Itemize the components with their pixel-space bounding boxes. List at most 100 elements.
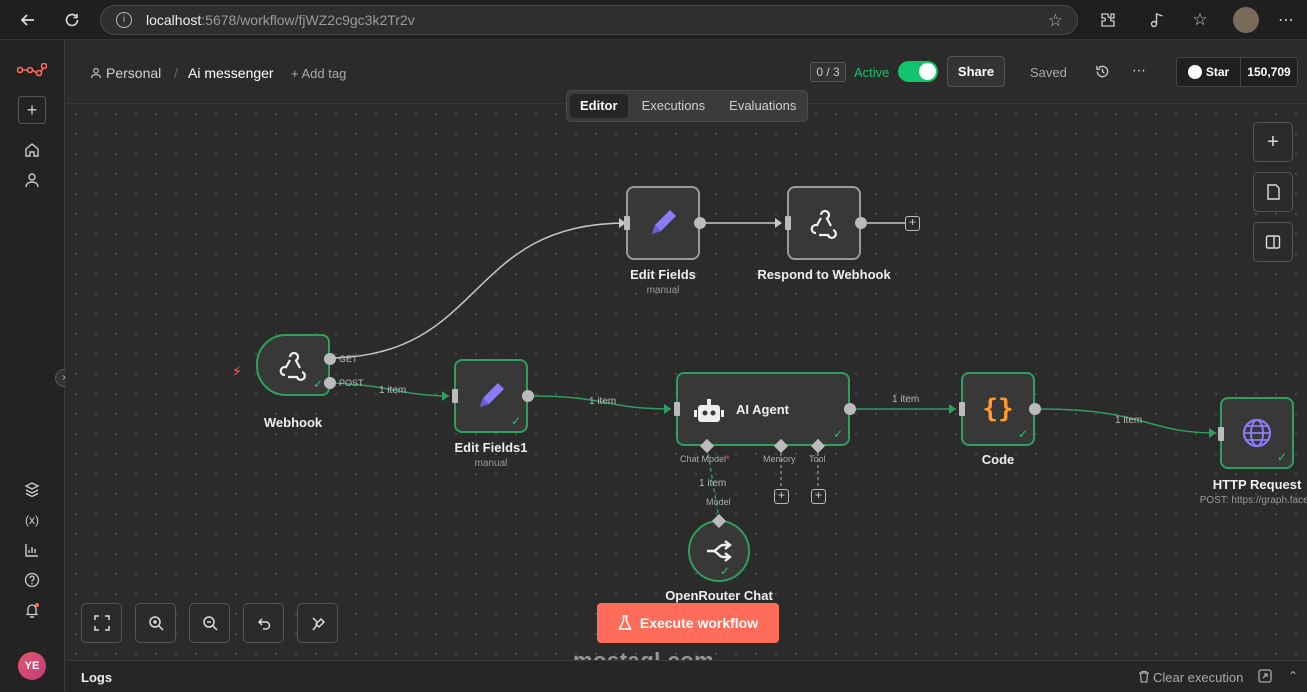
node-subtitle: manual [646, 285, 680, 296]
star-count[interactable]: 150,709 [1240, 57, 1298, 87]
active-label: Active [854, 65, 890, 80]
undo-icon [257, 618, 270, 630]
webhook-icon [279, 351, 306, 381]
n8n-logo-icon[interactable] [16, 58, 48, 82]
github-star-button[interactable]: Star [1176, 57, 1240, 87]
logs-panel[interactable]: Logs Clear execution ⌃ [66, 660, 1307, 692]
app-sidebar: + (x) YE › [0, 40, 73, 692]
edge-item-count: 1 item [589, 396, 617, 407]
avatar-initials: YE [24, 660, 40, 672]
add-node-panel-button[interactable]: + [1253, 122, 1293, 162]
clear-execution-button[interactable]: Clear execution [1153, 670, 1244, 685]
breadcrumb-project[interactable]: Personal [106, 65, 162, 81]
active-toggle[interactable] [898, 61, 938, 82]
input-handle[interactable] [674, 402, 680, 416]
zoom-in-button[interactable] [135, 603, 176, 643]
output-handle-get[interactable] [324, 353, 336, 365]
saved-status: Saved [1030, 65, 1067, 80]
address-bar[interactable]: i localhost:5678/workflow/fjWZ2c9gc3k2Tr… [100, 5, 1078, 35]
variables-icon[interactable]: (x) [25, 513, 39, 527]
edge-item-count: 1 item [1115, 415, 1143, 426]
add-tool-button[interactable]: + [811, 489, 826, 504]
insights-icon[interactable] [20, 538, 44, 562]
zoom-out-icon [202, 616, 218, 631]
panel-icon [1265, 235, 1281, 249]
input-handle[interactable] [452, 389, 458, 403]
star-label: Star [1205, 65, 1230, 79]
site-info-icon[interactable]: i [116, 12, 132, 28]
notifications-icon[interactable] [20, 598, 44, 622]
input-handle[interactable] [624, 216, 630, 230]
profile-avatar[interactable] [1233, 7, 1259, 33]
help-icon[interactable] [20, 568, 44, 592]
edge-item-count: 1 item [379, 385, 407, 396]
workflow-name[interactable]: Ai messenger [188, 65, 274, 81]
tab-executions[interactable]: Executions [641, 98, 706, 113]
success-check-icon: ✓ [719, 564, 730, 578]
output-label-get: GET [339, 354, 358, 364]
user-icon[interactable] [20, 168, 44, 192]
output-handle[interactable] [522, 390, 534, 402]
node-code[interactable]: {} ✓ [959, 372, 1041, 446]
node-ai-agent[interactable]: AI Agent ✓ [674, 372, 856, 446]
fit-view-button[interactable] [81, 603, 122, 643]
more-options-icon[interactable]: ⋯ [1132, 62, 1146, 78]
tab-evaluations[interactable]: Evaluations [729, 98, 797, 113]
media-icon[interactable] [1145, 8, 1169, 32]
add-icon[interactable]: + [18, 96, 46, 124]
input-handle[interactable] [959, 402, 965, 416]
zoom-out-button[interactable] [189, 603, 230, 643]
node-openrouter-chat[interactable]: ✓ [688, 513, 750, 582]
success-check-icon: ✓ [1276, 450, 1287, 464]
output-handle[interactable] [855, 217, 867, 229]
connections [333, 218, 1217, 520]
node-webhook[interactable]: ✓ [256, 334, 336, 396]
success-check-icon: ✓ [510, 414, 521, 428]
undo-button[interactable] [243, 603, 284, 643]
home-icon[interactable] [20, 138, 44, 162]
node-edit-fields[interactable] [624, 186, 706, 260]
pop-out-icon[interactable] [1258, 669, 1272, 688]
sticky-note-button[interactable] [1253, 172, 1293, 212]
view-tabs: Editor Executions Evaluations [566, 90, 808, 122]
input-handle[interactable] [785, 216, 791, 230]
output-handle[interactable] [694, 217, 706, 229]
success-check-icon: ✓ [1017, 427, 1028, 441]
edge-item-count: 1 item [699, 478, 727, 489]
pencil-icon [480, 383, 504, 407]
output-handle[interactable] [844, 403, 856, 415]
workflow-canvas[interactable]: Edit Fields manual + Respond to Webhook … [66, 104, 1307, 660]
favorite-star-icon[interactable]: ☆ [1047, 11, 1063, 30]
node-label: Edit Fields [630, 267, 696, 282]
tidy-up-button[interactable] [297, 603, 338, 643]
output-handle-post[interactable] [324, 377, 336, 389]
share-button[interactable]: Share [947, 56, 1005, 87]
templates-icon[interactable] [20, 478, 44, 502]
add-node-button[interactable]: + [905, 216, 920, 231]
node-label: Code [981, 452, 1015, 467]
expand-icon[interactable]: ⌃ [1288, 669, 1299, 683]
output-label-post: POST [339, 378, 364, 388]
avatar[interactable]: YE [18, 652, 46, 680]
add-memory-button[interactable]: + [774, 489, 789, 504]
node-edit-fields1[interactable]: ✓ [452, 359, 534, 433]
reload-icon[interactable] [60, 8, 84, 32]
favorites-icon[interactable]: ☆ [1192, 10, 1208, 29]
extensions-icon[interactable] [1096, 8, 1120, 32]
tab-editor[interactable]: Editor [570, 94, 628, 118]
history-icon[interactable] [1095, 64, 1110, 84]
node-http-request[interactable]: ✓ [1218, 397, 1294, 469]
execute-workflow-button[interactable]: Execute workflow [597, 603, 779, 643]
add-tag-button[interactable]: + Add tag [291, 66, 347, 81]
toggle-knob [919, 63, 936, 80]
trash-icon [1138, 670, 1150, 688]
output-handle[interactable] [1029, 403, 1041, 415]
node-subtitle: POST: https://graph.faceb [1199, 495, 1307, 506]
back-icon[interactable] [16, 8, 40, 32]
execute-label: Execute workflow [639, 615, 759, 631]
node-respond-to-webhook[interactable] [785, 186, 867, 260]
more-menu-icon[interactable]: ⋯ [1278, 12, 1294, 29]
input-handle[interactable] [1218, 427, 1224, 441]
logs-title: Logs [81, 670, 113, 685]
side-panel-button[interactable] [1253, 222, 1293, 262]
